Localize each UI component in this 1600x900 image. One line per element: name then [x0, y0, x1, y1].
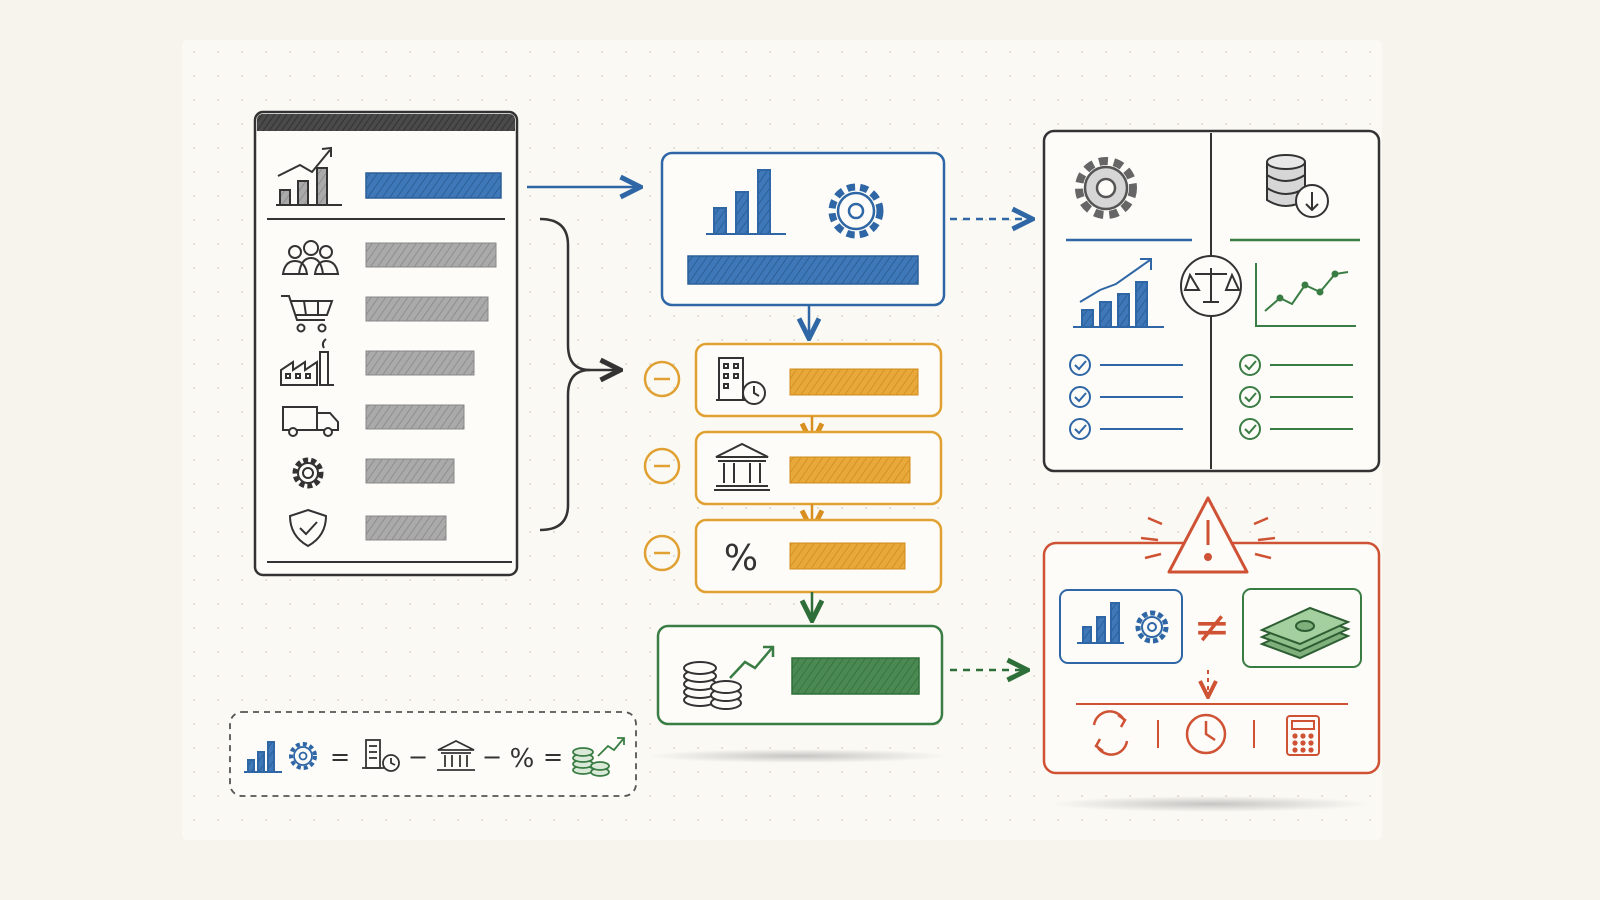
checklist-green [1239, 354, 1353, 440]
building-clock-icon [362, 739, 400, 772]
truck-icon [282, 406, 339, 437]
shadow [648, 749, 948, 763]
growth-chart-icon [1073, 258, 1164, 328]
gear-icon [1075, 157, 1137, 219]
factory-icon [280, 338, 334, 386]
refresh-icon [1092, 710, 1129, 756]
clock-icon [1185, 713, 1227, 755]
deduction-step-2 [643, 430, 943, 506]
item-bar-6 [365, 515, 447, 541]
deduction-bar-1 [789, 368, 919, 396]
deduction-bar-3 [789, 542, 906, 570]
warning-triangle-icon [1140, 496, 1276, 574]
growth-chart-icon [276, 146, 342, 206]
people-icon [281, 240, 340, 275]
bar-chart-icon [244, 741, 282, 773]
deduction-bar-2 [789, 456, 911, 484]
item-bar-2 [365, 296, 489, 322]
item-bar-3 [365, 350, 475, 376]
shadow [1050, 796, 1370, 812]
item-bar-4 [365, 404, 465, 430]
calculator-icon [1286, 715, 1320, 756]
balance-scale-icon [1180, 255, 1242, 317]
comparison-panel [1042, 129, 1381, 473]
shield-check-icon [288, 508, 328, 548]
profit-box [656, 624, 944, 726]
database-download-icon [1266, 154, 1329, 218]
cash-mini-box [1242, 588, 1362, 668]
gear-icon [289, 742, 317, 770]
warning-panel: ≠ [1042, 496, 1381, 775]
gear-icon [828, 183, 884, 239]
cash-stack-icon [1259, 606, 1351, 660]
minus-symbol: − [408, 743, 428, 771]
coins-growth-icon [572, 737, 625, 777]
building-clock-icon [716, 357, 766, 405]
revenue-box [660, 151, 946, 307]
revenue-bar [687, 255, 919, 285]
percent-icon: % [510, 744, 535, 774]
deduction-step-3: % [643, 518, 943, 594]
bank-icon [437, 739, 475, 771]
percent-icon: % [724, 538, 758, 579]
item-bar-1 [365, 242, 497, 268]
cart-icon [281, 295, 334, 333]
not-equal-symbol: ≠ [1194, 602, 1231, 653]
equals-symbol: = [330, 743, 350, 771]
left-list-panel [253, 110, 519, 577]
coins-growth-icon [683, 661, 742, 710]
equals-symbol: = [543, 743, 563, 771]
profit-bar [791, 657, 920, 695]
gear-icon [292, 457, 324, 489]
highlight-bar [365, 172, 502, 199]
deduction-step-1 [643, 342, 943, 418]
revenue-mini-box [1059, 589, 1183, 664]
line-chart-icon [1255, 263, 1356, 327]
formula-legend: = − − % = [229, 711, 637, 797]
item-bar-5 [365, 458, 455, 484]
bar-chart-icon [706, 169, 786, 235]
bracket-connector [539, 217, 618, 532]
checklist-blue [1069, 354, 1183, 440]
minus-symbol: − [482, 743, 502, 771]
bank-icon [714, 442, 770, 491]
